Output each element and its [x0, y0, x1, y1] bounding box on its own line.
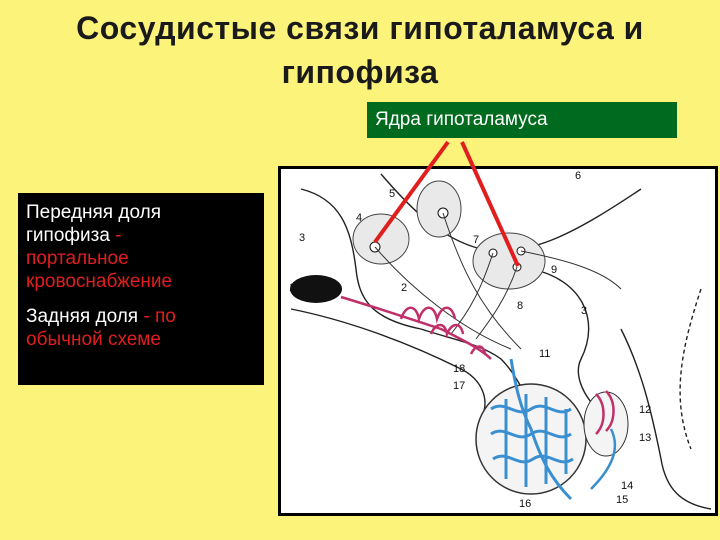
slide-title-line-1: Сосудистые связи гипоталамуса и: [76, 10, 644, 46]
posterior-lobe-vessels: [583, 390, 629, 490]
anterior-lobe-capillaries: [475, 358, 587, 501]
legend-box: Передняя доля гипофиза - портальное кров…: [18, 193, 264, 385]
portal-vessels: [340, 295, 492, 360]
svg-text:2: 2: [401, 282, 407, 294]
hypothalamus-pituitary-figure: 5 4 3 1 2 7 9 8 3 11 18 17 12 13 14 15 1…: [278, 166, 718, 516]
svg-text:8: 8: [517, 300, 523, 312]
figure-numbers: 5 4 3 1 2 7 9 8 3 11 18 17 12 13 14 15 1…: [289, 170, 651, 510]
svg-text:3: 3: [581, 305, 587, 317]
paraventricular-nucleus: [416, 180, 462, 238]
slide-title-line-2: гипофиза: [281, 54, 439, 90]
svg-text:5: 5: [389, 188, 395, 200]
posterior-lobe-text: Задняя доля - по обычной схеме: [26, 306, 176, 350]
slide-title: Сосудистые связи гипоталамуса и гипофиза: [0, 6, 720, 94]
svg-text:12: 12: [639, 404, 651, 416]
outline-curve-5: [290, 308, 486, 420]
svg-text:11: 11: [539, 348, 550, 360]
outline-curve-6: [620, 328, 712, 510]
anatomy-drawing: 5 4 3 1 2 7 9 8 3 11 18 17 12 13 14 15 1…: [289, 170, 712, 510]
svg-text:6: 6: [575, 170, 581, 182]
svg-text:16: 16: [519, 498, 531, 510]
svg-text:14: 14: [621, 480, 633, 492]
outline-curve-1: [300, 188, 422, 330]
optic-chiasm: [290, 275, 342, 303]
tuberal-nuclei: [472, 232, 546, 290]
svg-text:18: 18: [453, 363, 465, 375]
svg-text:13: 13: [639, 432, 651, 444]
svg-text:17: 17: [453, 380, 465, 392]
nuclei-label: Ядра гипоталамуса: [367, 102, 677, 138]
svg-text:1: 1: [289, 282, 295, 294]
svg-text:3: 3: [299, 232, 305, 244]
anterior-lobe-text: Передняя доля гипофиза - портальное кров…: [26, 202, 173, 292]
outline-curve-7: [679, 288, 702, 450]
svg-text:4: 4: [356, 212, 362, 224]
svg-text:7: 7: [473, 234, 479, 246]
svg-text:9: 9: [551, 264, 557, 276]
svg-text:15: 15: [616, 494, 628, 506]
